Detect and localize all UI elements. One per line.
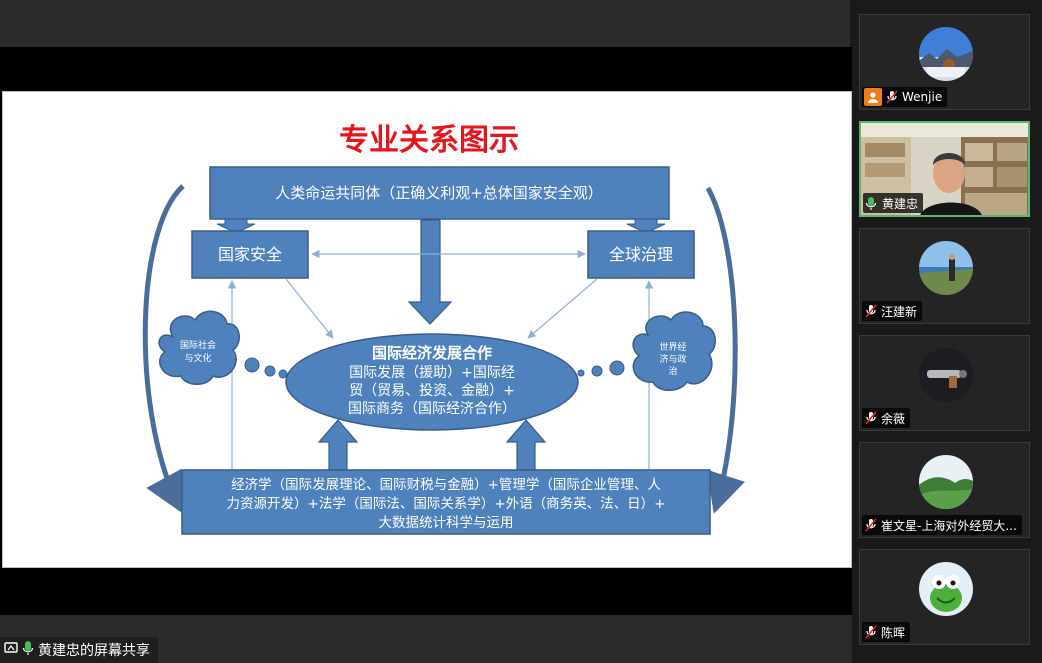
participant-tile[interactable]: Wenjie: [859, 14, 1030, 110]
center-line-3: 国际商务（国际经济合作）: [348, 401, 516, 417]
participant-nameplate: 崔文星-上海对外经贸大...: [862, 515, 1022, 535]
left-dots: [244, 357, 288, 379]
screen-share-owner: 黄建忠的屏幕共享: [38, 643, 150, 659]
winter-landscape-avatar: [919, 27, 973, 81]
center-down-arrow: [407, 219, 453, 325]
global-governance-box: [587, 230, 695, 279]
right-cloud-line-1: 世界经: [659, 341, 686, 353]
participant-name: 陈晖: [881, 625, 906, 640]
bottom-line-2: 力资源开发）+法学（国际法、国际关系学）+外语（商务英、法、日）+: [227, 495, 666, 512]
center-title: 国际经济发展合作: [372, 344, 492, 362]
muted-mic-icon: [864, 625, 878, 639]
right-dots: [577, 360, 625, 377]
slide-title: 专业关系图示: [339, 123, 519, 158]
bottom-left-up-arrow: [317, 419, 359, 471]
center-ellipse: [285, 333, 579, 431]
right-cloud: 世界经 济与政 治: [632, 311, 716, 391]
host-badge-icon: [864, 88, 882, 106]
participant-nameplate: 陈晖: [862, 622, 911, 642]
national-security-box: [191, 230, 309, 279]
green-hills-avatar: [919, 455, 973, 509]
screen-share-label[interactable]: 黄建忠的屏幕共享: [0, 637, 158, 663]
top-box-text: 人类命运共同体（正确义利观+总体国家安全观）: [275, 184, 603, 202]
active-mic-icon: [865, 196, 879, 210]
muted-mic-icon: [864, 518, 878, 532]
participant-gallery: Wenjie 黄建忠: [852, 0, 1042, 663]
right-diagonal-arrow: [527, 278, 598, 339]
participant-tile-active[interactable]: 黄建忠: [859, 121, 1030, 217]
muted-mic-icon: [864, 411, 878, 425]
kermit-avatar: [919, 562, 973, 616]
participant-name: 汪建新: [881, 304, 918, 319]
participant-tile[interactable]: 余薇: [859, 335, 1030, 431]
top-bar: [0, 0, 850, 47]
participant-name: 余薇: [881, 411, 906, 426]
top-left-arrow: [216, 218, 256, 234]
top-box: [209, 166, 670, 220]
bottom-box: [181, 469, 711, 535]
participant-tile[interactable]: 陈晖: [859, 549, 1030, 645]
participant-nameplate: Wenjie: [862, 87, 948, 107]
participant-nameplate: 黄建忠: [863, 193, 924, 213]
center-line-1: 国际发展（援助）+国际经: [349, 365, 515, 381]
national-security-label: 国家安全: [218, 245, 282, 264]
participant-nameplate: 汪建新: [862, 301, 923, 321]
center-line-2: 贸（贸易、投资、金融）+: [349, 383, 515, 399]
participant-name: 黄建忠: [882, 196, 919, 211]
participant-name: Wenjie: [902, 90, 943, 104]
bottom-right-up-arrow: [505, 419, 547, 471]
global-governance-label: 全球治理: [609, 245, 673, 264]
screen-share-icon: [4, 641, 18, 659]
right-cloud-line-2: 济与政: [659, 353, 686, 365]
participant-tile[interactable]: 汪建新: [859, 228, 1030, 324]
bottom-line-3: 大数据统计科学与运用: [379, 515, 514, 531]
top-right-arrow: [626, 218, 666, 234]
left-curved-arrow: [142, 184, 185, 514]
right-curved-arrow: [705, 186, 745, 514]
left-cloud: 国际社会 与文化: [158, 310, 240, 385]
right-cloud-line-3: 治: [668, 365, 677, 377]
left-diagonal-arrow: [285, 278, 334, 339]
participant-nameplate: 余薇: [862, 408, 911, 428]
bottom-line-1: 经济学（国际发展理论、国际财税与金融）+管理学（国际企业管理、人: [231, 476, 661, 493]
dark-object-avatar: [919, 348, 973, 402]
coast-photo-avatar: [919, 241, 973, 295]
shared-slide: 专业关系图示 人类命运共同体（正确义利观+总体国家安全观） 国家安全 全球治理 …: [2, 91, 852, 568]
relationship-diagram: 专业关系图示 人类命运共同体（正确义利观+总体国家安全观） 国家安全 全球治理 …: [142, 123, 745, 535]
left-cloud-line-1: 国际社会: [180, 339, 216, 351]
participant-tile[interactable]: 崔文星-上海对外经贸大...: [859, 442, 1030, 538]
participant-name: 崔文星-上海对外经贸大...: [881, 518, 1017, 533]
mic-icon: [22, 640, 34, 660]
left-cloud-line-2: 与文化: [184, 352, 211, 364]
muted-mic-icon: [885, 90, 899, 104]
muted-mic-icon: [864, 304, 878, 318]
